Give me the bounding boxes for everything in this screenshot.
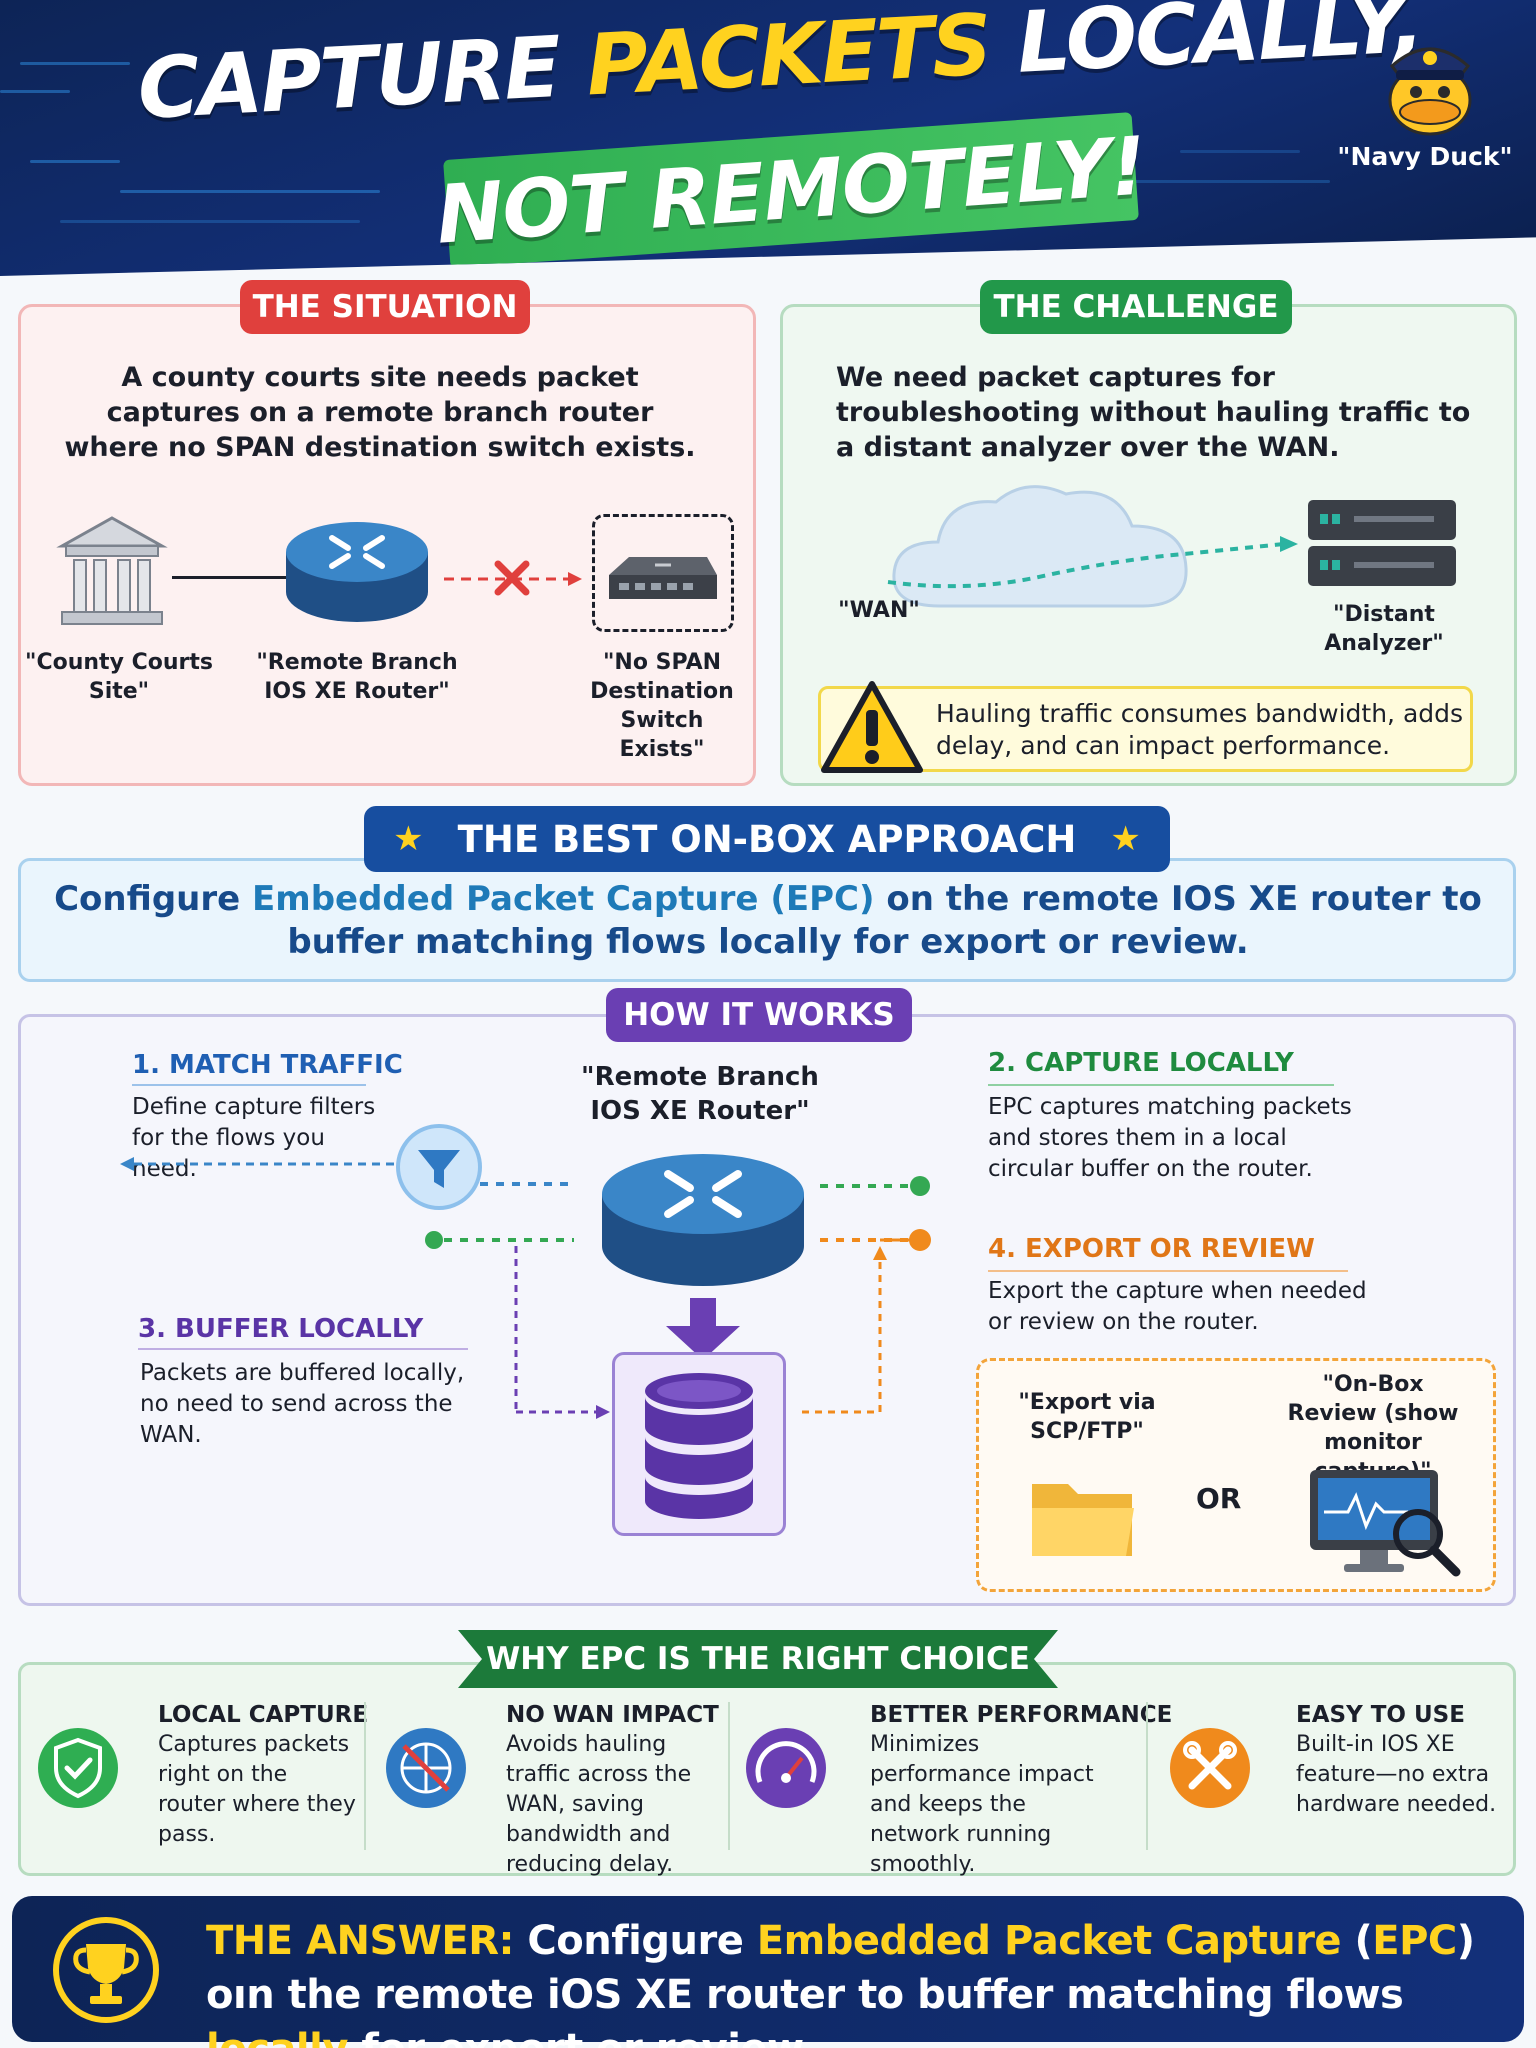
switch-icon <box>592 514 734 632</box>
answer-text: THE ANSWER: Configure Embedded Packet Ca… <box>206 1918 1475 2048</box>
best-approach-label: ★ THE BEST ON-BOX APPROACH ★ <box>364 806 1170 872</box>
best-approach-title: THE BEST ON-BOX APPROACH <box>457 817 1077 861</box>
decor-streak <box>1180 150 1300 153</box>
analyzer-label: "Distant Analyzer" <box>1324 602 1444 656</box>
decor-streak <box>120 190 380 193</box>
decor-streak <box>0 90 70 93</box>
warning-icon <box>820 680 924 776</box>
filter-icon <box>394 1122 484 1212</box>
how-it-works-label: HOW IT WORKS <box>606 988 912 1042</box>
step-3-text: Packets are buffered locally, no need to… <box>140 1360 465 1448</box>
duck-mascot-icon <box>1370 22 1490 142</box>
title-line-1: CAPTURE PACKETS LOCALLY, <box>135 0 1425 138</box>
router-caption: "Remote Branch IOS XE Router" <box>256 650 458 704</box>
challenge-text: We need packet captures for troubleshoot… <box>836 362 1471 463</box>
router-icon <box>282 516 432 628</box>
no-wan-icon <box>384 1726 468 1810</box>
step-4-underline <box>988 1270 1348 1272</box>
wan-label: "WAN" <box>838 598 920 623</box>
or-label: OR <box>1196 1482 1242 1515</box>
divider <box>1146 1702 1148 1850</box>
blocked-x-icon <box>490 556 534 600</box>
best-approach-panel <box>18 858 1516 982</box>
cloud-icon <box>880 476 1210 626</box>
shield-check-icon <box>36 1726 120 1810</box>
tools-icon <box>1168 1726 1252 1810</box>
warning-box <box>818 686 1473 772</box>
warning-text: Hauling traffic consumes bandwidth, adds… <box>936 699 1464 760</box>
situation-label: THE SITUATION <box>240 280 530 334</box>
best-approach-text: Configure Embedded Packet Capture (EPC) … <box>54 879 1482 962</box>
flow-connectors <box>120 1120 950 1440</box>
trophy-icon <box>50 1914 162 2026</box>
why-epc-label: WHY EPC IS THE RIGHT CHOICE <box>458 1630 1058 1688</box>
switch-caption: "No SPAN Destination Switch Exists" <box>590 650 734 762</box>
why-item-easy-to-use: EASY TO USE Built-in IOS XE feature—no e… <box>1296 1702 1497 1817</box>
step-1-text: Define capture filters for the flows you… <box>132 1094 376 1182</box>
star-icon: ★ <box>1110 819 1141 859</box>
step-3-underline <box>138 1348 468 1350</box>
decor-streak <box>30 160 120 163</box>
courthouse-icon <box>52 512 172 632</box>
wan-flow-path <box>884 530 1304 596</box>
step-3-title: 3. BUFFER LOCALLY <box>138 1314 424 1344</box>
why-item-no-wan-impact: NO WAN IMPACT Avoids hauling traffic acr… <box>506 1702 719 1877</box>
divider <box>364 1702 366 1850</box>
star-icon: ★ <box>393 819 424 859</box>
monitor-icon <box>1308 1468 1464 1578</box>
header-banner: CAPTURE PACKETS LOCALLY, NOT REMOTELY! "… <box>0 0 1536 276</box>
why-item-local-capture: LOCAL CAPTURE Captures packets right on … <box>158 1702 369 1847</box>
title-line-2: NOT REMOTELY! <box>433 118 1149 262</box>
step-4-title: 4. EXPORT OR REVIEW <box>988 1234 1315 1264</box>
step-2-title: 2. CAPTURE LOCALLY <box>988 1048 1294 1078</box>
site-caption: "County Courts Site" <box>25 650 213 704</box>
step-2-underline <box>988 1084 1334 1086</box>
decor-streak <box>20 62 130 65</box>
answer-banner <box>12 1896 1524 2042</box>
decor-streak <box>60 220 360 223</box>
folder-icon <box>1028 1470 1138 1562</box>
router-icon <box>598 1150 808 1290</box>
server-icon <box>1306 498 1458 590</box>
arrow-down-icon <box>660 1298 746 1360</box>
export-label: "Export via SCP/FTP" <box>1018 1390 1156 1444</box>
step-2-text: EPC captures matching packets and stores… <box>988 1094 1352 1182</box>
step-4-text: Export the capture when needed or review… <box>988 1278 1367 1335</box>
how-router-caption: "Remote Branch IOS XE Router" <box>581 1062 819 1126</box>
challenge-label: THE CHALLENGE <box>980 280 1292 334</box>
title-line-2-banner: NOT REMOTELY! <box>433 112 1149 268</box>
speedometer-icon <box>744 1726 828 1810</box>
decor-streak <box>1110 180 1330 183</box>
divider <box>728 1702 730 1850</box>
step-1-underline <box>132 1084 366 1086</box>
why-item-better-performance: BETTER PERFORMANCE Minimizes performance… <box>870 1702 1173 1877</box>
situation-text: A county courts site needs packet captur… <box>64 362 696 463</box>
blocked-link <box>444 564 582 594</box>
mascot-label: "Navy Duck" <box>1337 142 1513 171</box>
step-1-title: 1. MATCH TRAFFIC <box>132 1050 403 1080</box>
site-link-line <box>172 576 286 579</box>
database-icon <box>612 1352 786 1536</box>
